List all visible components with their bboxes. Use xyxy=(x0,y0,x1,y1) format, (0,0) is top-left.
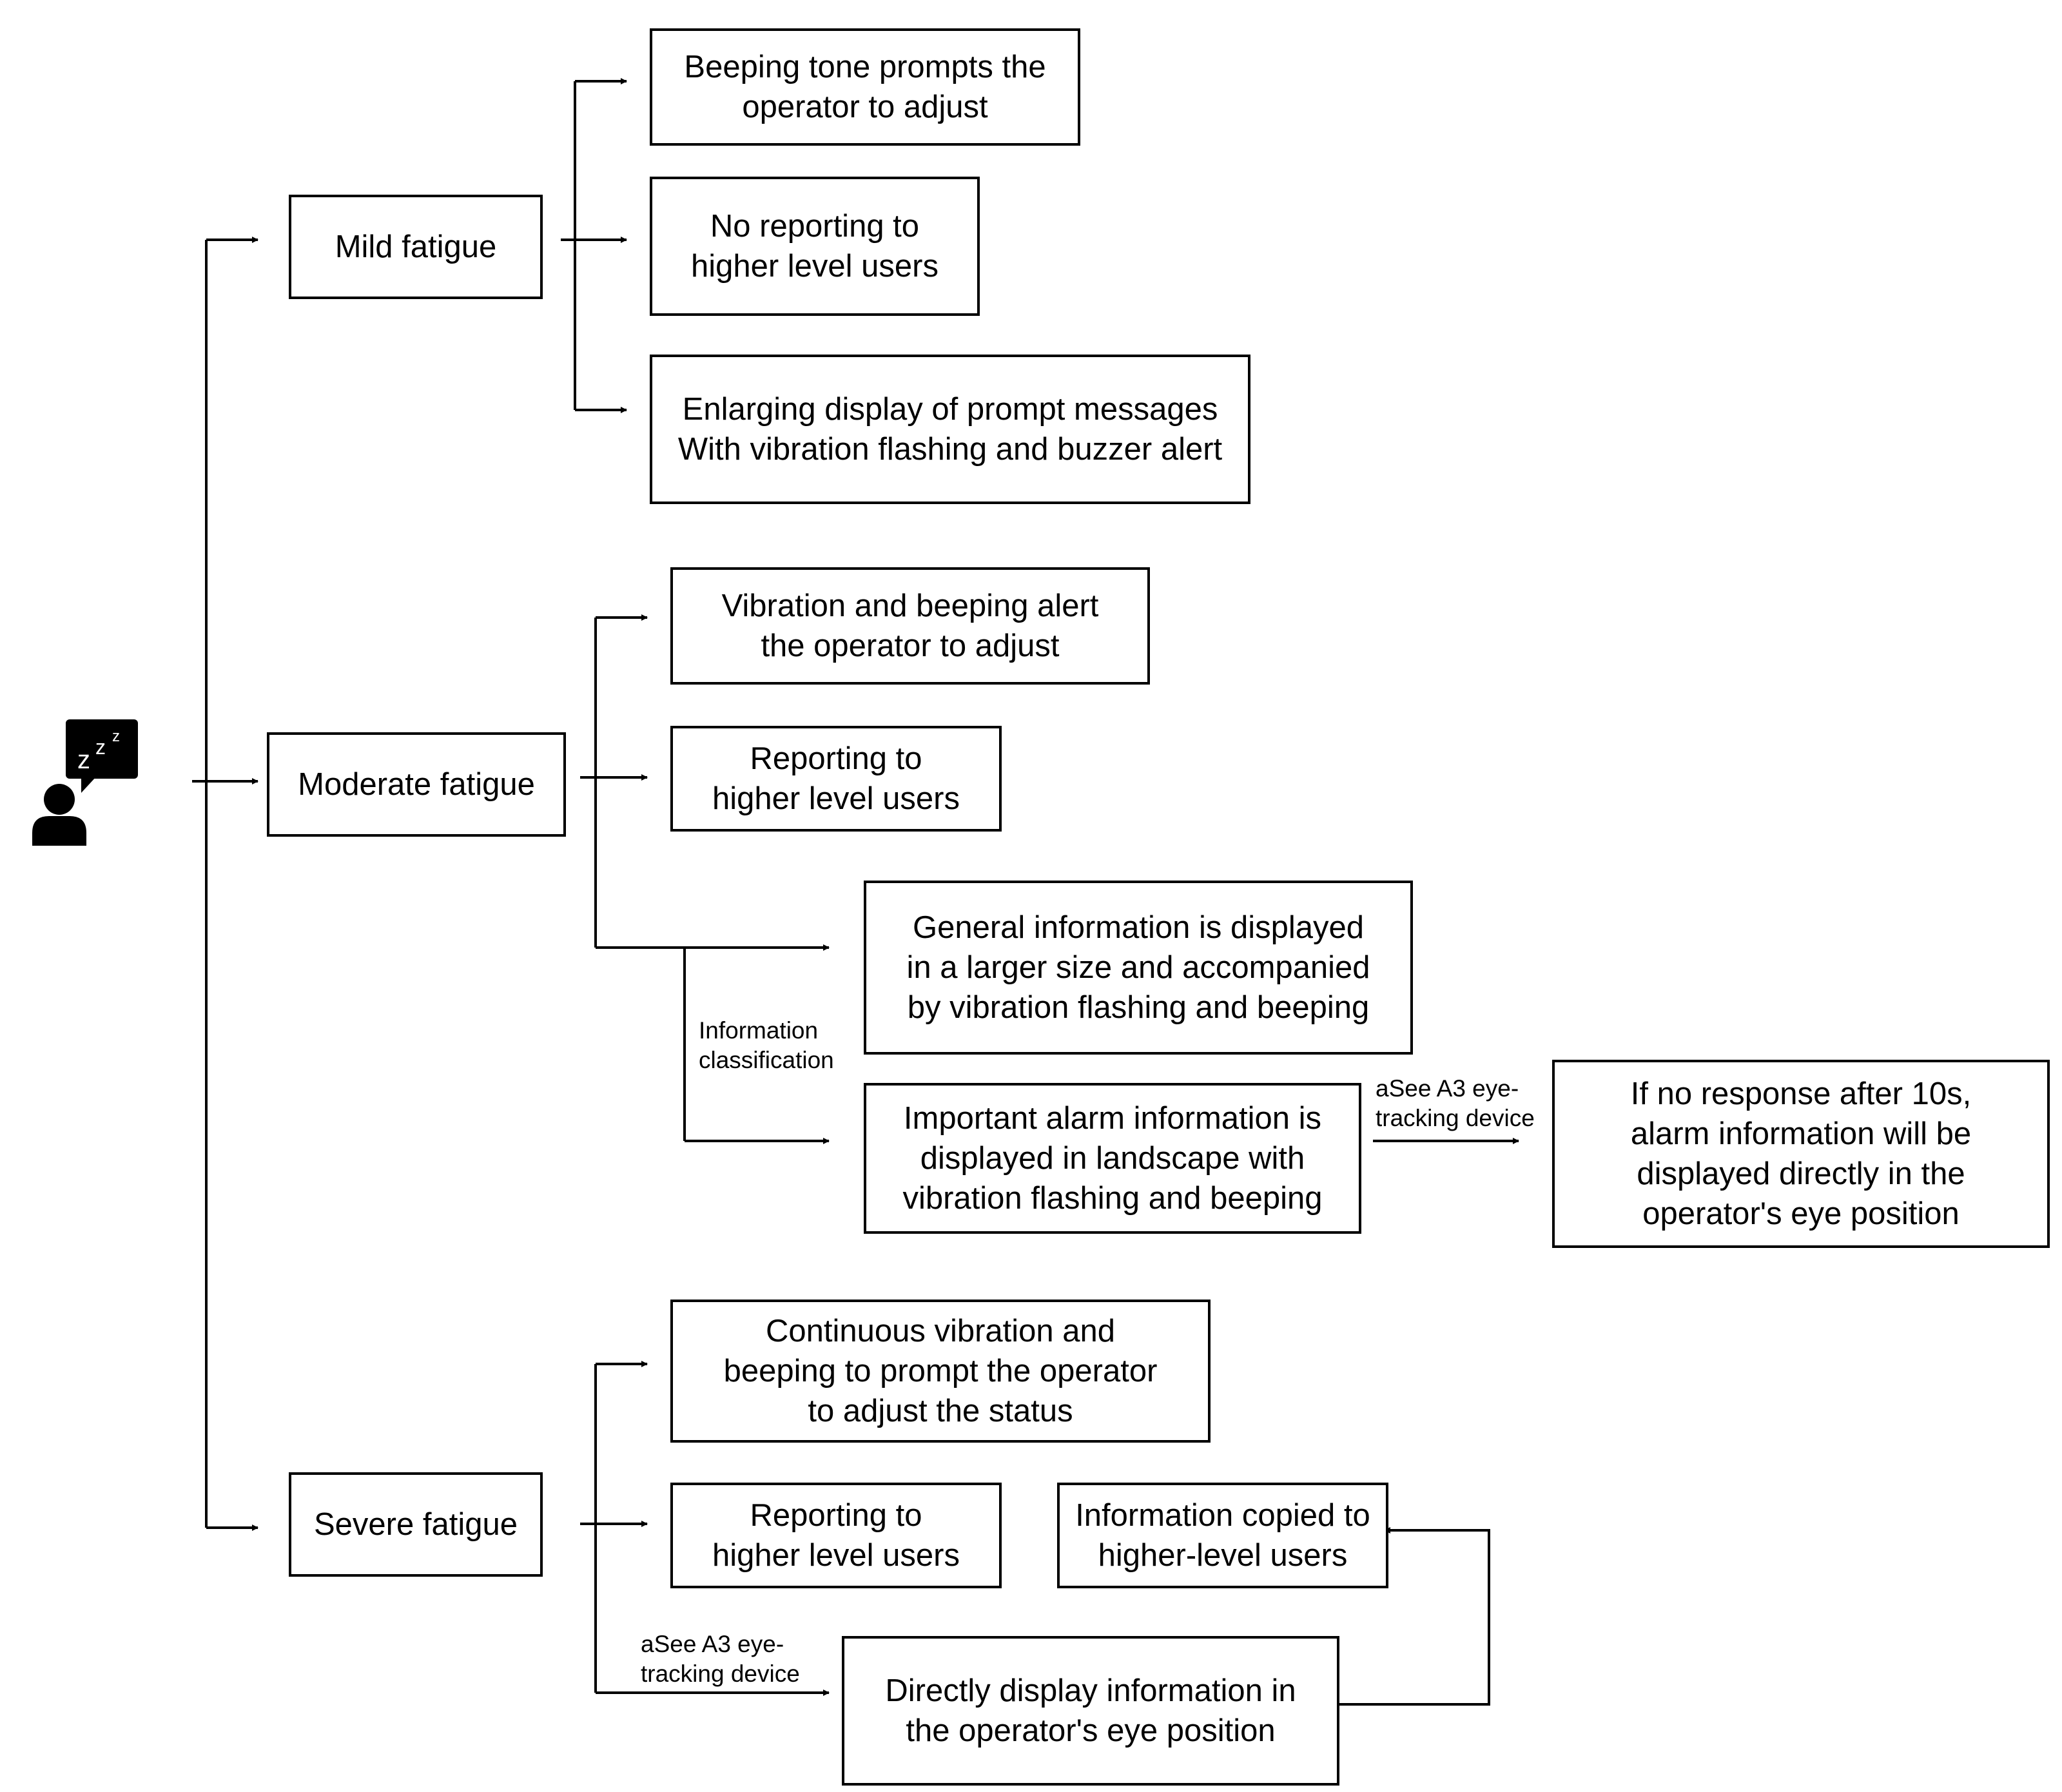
moderate-action-text: General information is displayed in a la… xyxy=(906,910,1370,1025)
mild-action-text: No reporting to higher level users xyxy=(690,209,939,284)
moderate-action-text: Vibration and beeping alert the operator… xyxy=(721,589,1099,663)
severe-action-text: Directly display information in the oper… xyxy=(885,1673,1296,1748)
mild-action-text: Enlarging display of prompt messages Wit… xyxy=(677,392,1223,467)
moderate-fatigue-label: Moderate fatigue xyxy=(298,767,535,802)
severe-fatigue-label: Severe fatigue xyxy=(314,1507,518,1542)
bubble-z-3: z xyxy=(112,728,120,745)
moderate-action-text: Important alarm information is displayed… xyxy=(902,1101,1323,1216)
severe-action-info-copied: Information copied to higher-level users xyxy=(1057,1483,1388,1588)
moderate-action-important-alarm: Important alarm information is displayed… xyxy=(864,1083,1361,1234)
severe-action-text: Reporting to higher level users xyxy=(712,1498,960,1573)
moderate-action-text: Reporting to higher level users xyxy=(712,741,960,816)
moderate-fatigue-box: Moderate fatigue xyxy=(267,732,566,837)
moderate-action-general-info: General information is displayed in a la… xyxy=(864,881,1413,1055)
bubble-z-1: z xyxy=(77,746,90,774)
bubble-z-2: z xyxy=(95,735,106,759)
mild-action-text: Beeping tone prompts the operator to adj… xyxy=(684,50,1046,124)
severe-action-text: Continuous vibration and beeping to prom… xyxy=(723,1314,1158,1428)
mild-fatigue-box: Mild fatigue xyxy=(289,195,543,299)
sleeping-person-icon: z z z xyxy=(32,719,138,846)
info-classification-label: Information classification xyxy=(699,1017,834,1073)
mild-action-no-reporting: No reporting to higher level users xyxy=(650,177,980,316)
moderate-action-reporting: Reporting to higher level users xyxy=(670,726,1002,832)
moderate-action-text: If no response after 10s, alarm informat… xyxy=(1630,1076,1972,1231)
moderate-action-vibration-alert: Vibration and beeping alert the operator… xyxy=(670,567,1150,685)
mild-fatigue-label: Mild fatigue xyxy=(335,229,497,264)
moderate-action-no-response: If no response after 10s, alarm informat… xyxy=(1552,1060,2050,1248)
severe-fatigue-box: Severe fatigue xyxy=(289,1472,543,1577)
severe-action-direct-display: Directly display information in the oper… xyxy=(842,1636,1339,1786)
eye-tracking-label-moderate: aSee A3 eye- tracking device xyxy=(1376,1075,1535,1131)
eye-tracking-label-severe: aSee A3 eye- tracking device xyxy=(641,1631,800,1687)
mild-action-enlarging-display: Enlarging display of prompt messages Wit… xyxy=(650,355,1250,504)
mild-action-beeping: Beeping tone prompts the operator to adj… xyxy=(650,28,1080,146)
severe-action-reporting: Reporting to higher level users xyxy=(670,1483,1002,1588)
severe-action-continuous-vibration: Continuous vibration and beeping to prom… xyxy=(670,1300,1211,1443)
severe-action-text: Information copied to higher-level users xyxy=(1075,1498,1370,1573)
